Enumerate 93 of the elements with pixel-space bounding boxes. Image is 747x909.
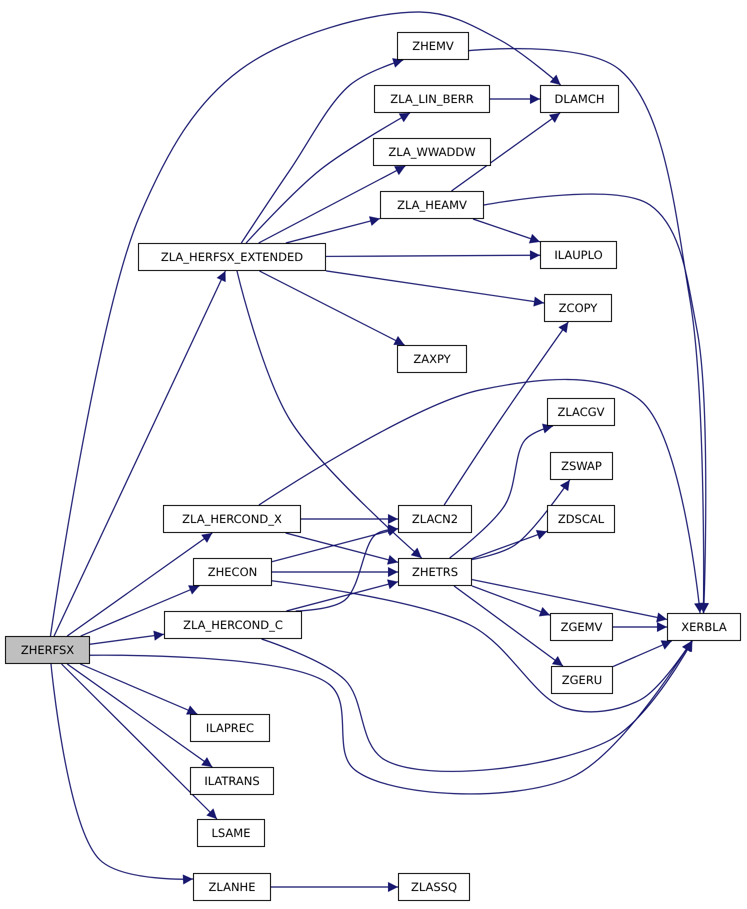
function-box bbox=[547, 398, 615, 426]
function-name: ZLA_HERCOND_X bbox=[182, 512, 282, 526]
function-name: LSAME bbox=[212, 826, 250, 840]
function-box bbox=[398, 505, 472, 533]
arrow bbox=[444, 322, 569, 506]
arrow bbox=[490, 94, 540, 104]
function-name: ZLANHE bbox=[208, 880, 256, 894]
arrow bbox=[286, 216, 380, 244]
function-box bbox=[193, 558, 272, 586]
arrow bbox=[80, 663, 198, 715]
function-name: ZLACN2 bbox=[412, 512, 458, 526]
function-box bbox=[540, 85, 619, 113]
function-name: ZHETRS bbox=[412, 565, 458, 579]
function-box bbox=[550, 613, 613, 641]
function-box bbox=[398, 558, 472, 586]
function-box bbox=[544, 294, 612, 322]
arrow bbox=[613, 622, 667, 632]
function-box bbox=[397, 32, 469, 60]
function-name: ZHERFSX bbox=[20, 643, 74, 657]
function-name: ZHECON bbox=[208, 565, 258, 579]
arrow bbox=[326, 270, 544, 306]
arrow bbox=[261, 638, 693, 772]
arrow bbox=[301, 514, 398, 524]
arrow bbox=[66, 532, 213, 636]
function-name: ZLA_HEAMV bbox=[397, 198, 467, 212]
arrow bbox=[472, 480, 570, 560]
function-box bbox=[547, 505, 615, 533]
arrow bbox=[236, 270, 422, 558]
function-name: DLAMCH bbox=[554, 92, 604, 106]
arrow bbox=[449, 424, 554, 558]
function-name: XERBLA bbox=[681, 620, 727, 634]
arrow bbox=[472, 585, 550, 616]
arrow bbox=[472, 218, 540, 244]
function-box bbox=[190, 714, 270, 742]
function-box bbox=[380, 191, 484, 219]
function-name: ZLA_WWADDW bbox=[388, 145, 476, 159]
function-name: ZLA_HERCOND_C bbox=[183, 618, 283, 632]
function-name: ZLA_HERFSX_EXTENDED bbox=[160, 250, 304, 264]
arrow bbox=[451, 112, 560, 192]
arrow bbox=[271, 882, 398, 892]
function-name: ZCOPY bbox=[558, 301, 598, 315]
arrow bbox=[285, 532, 398, 565]
function-name: ILAUPLO bbox=[554, 248, 603, 262]
arrow bbox=[50, 664, 194, 884]
function-box bbox=[374, 85, 490, 113]
function-name: ZGERU bbox=[562, 673, 602, 687]
arrow bbox=[240, 58, 404, 244]
function-name: ILATRANS bbox=[204, 774, 260, 788]
arrow bbox=[472, 578, 668, 622]
function-box bbox=[5, 636, 90, 664]
arrow bbox=[484, 194, 710, 614]
function-name: ILAPREC bbox=[206, 721, 254, 735]
arrow bbox=[61, 664, 218, 820]
arrow bbox=[272, 526, 398, 562]
arrow bbox=[50, 11, 562, 636]
function-box bbox=[163, 505, 301, 533]
function-box bbox=[540, 241, 617, 269]
arrow bbox=[90, 640, 692, 794]
arrow bbox=[54, 270, 226, 636]
function-box bbox=[138, 243, 326, 271]
function-box bbox=[197, 819, 265, 847]
arrow bbox=[90, 630, 164, 645]
function-box bbox=[164, 611, 302, 639]
arrow bbox=[472, 530, 548, 560]
arrow bbox=[66, 664, 213, 768]
arrow bbox=[296, 524, 398, 612]
function-name: ZLASSQ bbox=[410, 880, 458, 894]
function-box bbox=[398, 873, 470, 901]
function-box bbox=[397, 345, 467, 373]
function-box bbox=[667, 613, 741, 641]
function-box bbox=[193, 873, 271, 901]
function-name: ZSWAP bbox=[561, 459, 602, 473]
arrow bbox=[612, 640, 672, 668]
arrow bbox=[326, 250, 540, 260]
function-name: ZLACGV bbox=[557, 405, 605, 419]
function-name: ZAXPY bbox=[413, 352, 451, 366]
function-box bbox=[550, 452, 613, 480]
function-name: ZHEMV bbox=[412, 39, 454, 53]
arrow bbox=[259, 270, 405, 346]
function-box bbox=[551, 666, 613, 694]
function-name: ZDSCAL bbox=[558, 512, 604, 526]
function-name: ZLA_LIN_BERR bbox=[390, 92, 474, 106]
arrow bbox=[286, 579, 398, 612]
function-box bbox=[373, 138, 491, 166]
arrow bbox=[246, 112, 410, 244]
arrow bbox=[454, 586, 564, 666]
function-box bbox=[190, 767, 274, 795]
arrow bbox=[272, 567, 398, 577]
function-name: ZGEMV bbox=[560, 620, 602, 634]
arrow bbox=[80, 585, 200, 637]
arrow bbox=[258, 378, 704, 614]
arrow bbox=[258, 165, 406, 244]
arrow bbox=[272, 580, 692, 712]
